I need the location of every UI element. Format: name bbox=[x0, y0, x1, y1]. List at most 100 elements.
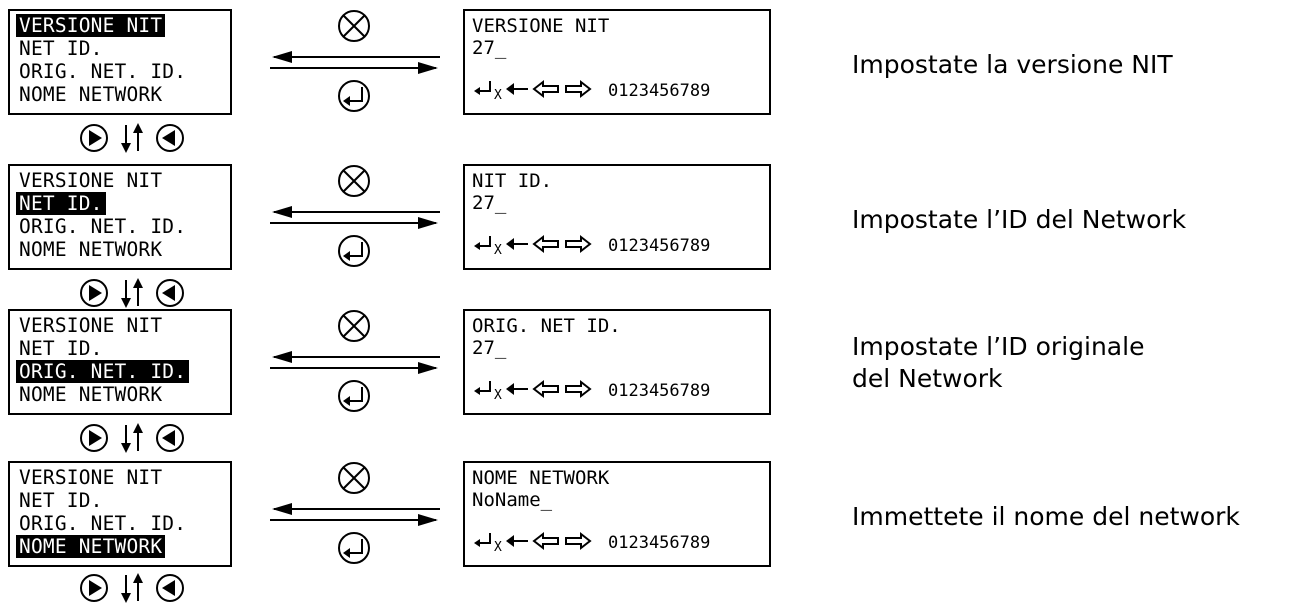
description-line: Impostate l’ID originale bbox=[852, 332, 1145, 361]
play-right-circle-icon[interactable] bbox=[80, 124, 108, 152]
cursor-left-icon[interactable] bbox=[532, 379, 559, 399]
cancel-circle-x-icon[interactable] bbox=[338, 10, 370, 42]
play-right-circle-icon[interactable] bbox=[80, 574, 108, 602]
edit-title: ORIG. NET ID. bbox=[472, 315, 621, 337]
enter-key-icon[interactable] bbox=[474, 533, 491, 547]
cancel-circle-x-icon[interactable] bbox=[338, 310, 370, 342]
transition-arrows-svg bbox=[270, 10, 440, 112]
menu-item[interactable]: ORIG. NET. ID. bbox=[19, 60, 187, 83]
cursor-right-icon[interactable] bbox=[565, 234, 592, 254]
enter-key-icon[interactable] bbox=[474, 236, 491, 250]
cursor-left-icon[interactable] bbox=[532, 531, 559, 551]
edit-controls: X 0123456789 bbox=[472, 77, 772, 101]
cursor-right-icon[interactable] bbox=[565, 79, 592, 99]
edit-screen: ORIG. NET ID. 27_ X 0123456789 bbox=[463, 309, 771, 415]
back-arrow bbox=[272, 351, 440, 363]
nav-buttons bbox=[78, 421, 188, 455]
menu-item[interactable]: NET ID. bbox=[16, 192, 106, 215]
nav-buttons-svg bbox=[80, 573, 184, 603]
edit-value[interactable]: 27_ bbox=[472, 37, 507, 59]
edit-value[interactable]: NoName_ bbox=[472, 489, 553, 511]
down-up-arrows-icon[interactable] bbox=[121, 573, 143, 603]
delete-x-label[interactable]: X bbox=[494, 540, 502, 553]
description-line: del Network bbox=[852, 364, 1003, 393]
backspace-arrow-icon[interactable] bbox=[506, 238, 528, 250]
down-up-arrows-icon[interactable] bbox=[121, 278, 143, 308]
edit-controls: X 0123456789 bbox=[472, 529, 772, 553]
menu-item[interactable]: NET ID. bbox=[19, 489, 103, 512]
menu-item[interactable]: ORIG. NET. ID. bbox=[19, 215, 187, 238]
menu-item[interactable]: ORIG. NET. ID. bbox=[19, 512, 187, 535]
transition-arrows bbox=[240, 9, 460, 115]
menu-item[interactable]: NOME NETWORK bbox=[19, 383, 163, 406]
backspace-arrow-icon[interactable] bbox=[506, 535, 528, 547]
menu-item[interactable]: ORIG. NET. ID. bbox=[16, 360, 190, 383]
play-left-circle-icon[interactable] bbox=[156, 424, 184, 452]
enter-circle-icon[interactable] bbox=[338, 532, 370, 564]
edit-screen: NOME NETWORK NoName_ X 0123456789 bbox=[463, 461, 771, 567]
digit-selector[interactable]: 0123456789 bbox=[608, 236, 711, 256]
step-row: VERSIONE NIT NET ID. ORIG. NET. ID. NOME… bbox=[0, 461, 1310, 609]
delete-x-label[interactable]: X bbox=[494, 243, 502, 256]
step-description: Impostate l’ID originale del Network bbox=[852, 331, 1144, 395]
edit-controls-svg: X bbox=[474, 531, 592, 553]
step-description: Immettete il nome del network bbox=[852, 501, 1240, 533]
step-row: VERSIONE NIT NET ID. ORIG. NET. ID. NOME… bbox=[0, 9, 1310, 157]
menu-item[interactable]: VERSIONE NIT bbox=[19, 169, 163, 192]
back-arrow bbox=[272, 206, 440, 218]
backspace-arrow-icon[interactable] bbox=[506, 383, 528, 395]
edit-controls-svg: X bbox=[474, 79, 592, 101]
nav-buttons bbox=[78, 276, 188, 310]
menu-item[interactable]: NET ID. bbox=[19, 337, 103, 360]
menu-item[interactable]: NOME NETWORK bbox=[19, 83, 163, 106]
menu-item[interactable]: VERSIONE NIT bbox=[19, 314, 163, 337]
transition-arrows bbox=[240, 309, 460, 415]
enter-circle-icon[interactable] bbox=[338, 80, 370, 112]
enter-circle-icon[interactable] bbox=[338, 235, 370, 267]
down-up-arrows-icon[interactable] bbox=[121, 423, 143, 453]
edit-controls-svg: X bbox=[474, 379, 592, 401]
edit-controls: X 0123456789 bbox=[472, 377, 772, 401]
play-left-circle-icon[interactable] bbox=[156, 574, 184, 602]
menu-screen: VERSIONE NIT NET ID. ORIG. NET. ID. NOME… bbox=[8, 461, 232, 567]
edit-value[interactable]: 27_ bbox=[472, 192, 507, 214]
play-left-circle-icon[interactable] bbox=[156, 124, 184, 152]
play-right-circle-icon[interactable] bbox=[80, 279, 108, 307]
cursor-right-icon[interactable] bbox=[565, 379, 592, 399]
menu-item[interactable]: VERSIONE NIT bbox=[16, 14, 166, 37]
transition-arrows bbox=[240, 164, 460, 270]
digit-selector[interactable]: 0123456789 bbox=[608, 81, 711, 101]
play-right-circle-icon[interactable] bbox=[80, 424, 108, 452]
step-row: VERSIONE NIT NET ID. ORIG. NET. ID. NOME… bbox=[0, 164, 1310, 312]
menu-item[interactable]: NOME NETWORK bbox=[16, 535, 166, 558]
enter-key-icon[interactable] bbox=[474, 381, 491, 395]
digit-selector[interactable]: 0123456789 bbox=[608, 381, 711, 401]
backspace-arrow-icon[interactable] bbox=[506, 83, 528, 95]
cursor-right-icon[interactable] bbox=[565, 531, 592, 551]
forward-arrow bbox=[270, 217, 438, 229]
delete-x-label[interactable]: X bbox=[494, 88, 502, 101]
transition-arrows bbox=[240, 461, 460, 567]
nav-buttons bbox=[78, 571, 188, 605]
cursor-left-icon[interactable] bbox=[532, 79, 559, 99]
down-up-arrows-icon[interactable] bbox=[121, 123, 143, 153]
description-line: Impostate l’ID del Network bbox=[852, 205, 1187, 234]
edit-value[interactable]: 27_ bbox=[472, 337, 507, 359]
transition-arrows-svg bbox=[270, 462, 440, 564]
forward-arrow bbox=[270, 362, 438, 374]
menu-item[interactable]: VERSIONE NIT bbox=[19, 466, 163, 489]
cursor-left-icon[interactable] bbox=[532, 234, 559, 254]
digit-selector[interactable]: 0123456789 bbox=[608, 533, 711, 553]
edit-title: NOME NETWORK bbox=[472, 467, 610, 489]
delete-x-label[interactable]: X bbox=[494, 388, 502, 401]
enter-key-icon[interactable] bbox=[474, 81, 491, 95]
menu-item[interactable]: NET ID. bbox=[19, 37, 103, 60]
description-line: Impostate la versione NIT bbox=[852, 50, 1173, 79]
enter-circle-icon[interactable] bbox=[338, 380, 370, 412]
transition-arrows-svg bbox=[270, 310, 440, 412]
nav-buttons bbox=[78, 121, 188, 155]
cancel-circle-x-icon[interactable] bbox=[338, 462, 370, 494]
menu-item[interactable]: NOME NETWORK bbox=[19, 238, 163, 261]
play-left-circle-icon[interactable] bbox=[156, 279, 184, 307]
cancel-circle-x-icon[interactable] bbox=[338, 165, 370, 197]
